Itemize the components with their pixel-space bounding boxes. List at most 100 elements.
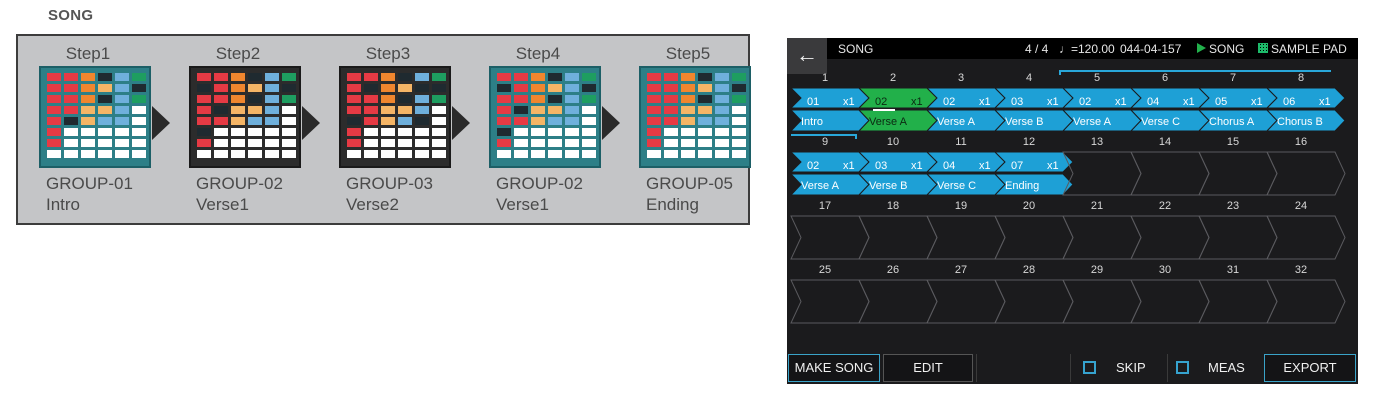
edit-button[interactable]: EDIT	[883, 354, 973, 382]
pattern-number: 01	[807, 96, 820, 108]
pad-cell	[715, 117, 729, 125]
pad-cell	[732, 139, 746, 147]
pad-cell	[565, 95, 579, 103]
pad-cell	[81, 73, 95, 81]
pattern-cell	[925, 87, 1006, 109]
pad-cell	[214, 128, 228, 136]
pad-cell	[347, 139, 361, 147]
pad-cell	[364, 139, 378, 147]
export-button[interactable]: EXPORT	[1264, 354, 1356, 382]
empty-slot-outline	[790, 215, 870, 260]
section-name: Verse A	[1073, 116, 1111, 128]
pad-cell	[231, 139, 245, 147]
repeat-count: x1	[1251, 96, 1263, 108]
pattern-number: 03	[875, 160, 888, 172]
group-name: GROUP-05	[646, 174, 733, 193]
pad-cell	[115, 128, 129, 136]
pad-cell	[681, 128, 695, 136]
pad-cell	[664, 128, 678, 136]
empty-slot-outline	[1198, 151, 1278, 196]
slot-chevron-shape	[1266, 151, 1346, 196]
section-name: Intro	[46, 195, 81, 214]
pad-cell	[214, 95, 228, 103]
meas-checkbox[interactable]	[1176, 361, 1189, 374]
slot-number: 31	[1226, 264, 1240, 276]
pad-cell	[715, 150, 729, 158]
pad-cell	[364, 128, 378, 136]
pad-cell	[732, 73, 746, 81]
pattern-number: 02	[807, 160, 820, 172]
slot-number: 27	[954, 264, 968, 276]
pad-cell	[565, 128, 579, 136]
slot-chevron-shape	[1061, 87, 1142, 132]
pad-cell	[681, 150, 695, 158]
pad-cell	[647, 84, 661, 92]
pad-cell	[197, 106, 211, 114]
pad-cell	[681, 95, 695, 103]
empty-slot-outline	[1198, 215, 1278, 260]
pad-cell	[531, 117, 545, 125]
empty-song-step-slot[interactable]	[1266, 215, 1347, 262]
pad-cell	[398, 128, 412, 136]
pad-cell	[47, 117, 61, 125]
pad-cell	[647, 95, 661, 103]
pad-cell	[81, 95, 95, 103]
pad-cell	[715, 128, 729, 136]
slot-chevron-shape	[1265, 87, 1346, 132]
pad-cell	[115, 95, 129, 103]
pad-cell	[98, 106, 112, 114]
pad-cell	[514, 150, 528, 158]
pad-cell	[282, 150, 296, 158]
pad-cell	[132, 73, 146, 81]
pad-cell	[64, 117, 78, 125]
pad-cell	[582, 106, 596, 114]
empty-song-step-slot[interactable]	[1266, 151, 1347, 198]
pad-cell	[364, 150, 378, 158]
pad-cell	[81, 84, 95, 92]
slot-number: 30	[1158, 264, 1172, 276]
pad-cell	[248, 84, 262, 92]
pattern-cell	[1061, 87, 1142, 109]
pad-cell	[231, 117, 245, 125]
pad-cell	[415, 139, 429, 147]
pad-cell	[715, 106, 729, 114]
pad-cell	[347, 73, 361, 81]
skip-checkbox[interactable]	[1083, 361, 1096, 374]
slot-chevron-shape	[789, 151, 870, 196]
pad-cell	[248, 150, 262, 158]
slot-number: 20	[1022, 200, 1036, 212]
pad-cell	[432, 106, 446, 114]
pad-cell	[531, 128, 545, 136]
pattern-cell	[1197, 87, 1278, 109]
slot-number: 5	[1093, 72, 1101, 84]
pad-cell	[432, 150, 446, 158]
pad-cell	[197, 95, 211, 103]
empty-slot-outline	[790, 279, 870, 324]
pad-cell	[664, 84, 678, 92]
pad-cell	[398, 106, 412, 114]
back-button[interactable]: ←	[787, 38, 827, 74]
repeat-count: x1	[911, 96, 923, 108]
pad-cell	[282, 95, 296, 103]
slot-number: 26	[886, 264, 900, 276]
pad-cell	[715, 84, 729, 92]
step-title: Step3	[365, 44, 411, 63]
empty-song-step-slot[interactable]	[1266, 279, 1347, 326]
make-song-button[interactable]: MAKE SONG	[788, 354, 880, 382]
pad-cell	[381, 150, 395, 158]
pad-cell	[132, 139, 146, 147]
section-name: Verse1	[196, 195, 249, 214]
pad-grid	[339, 66, 451, 168]
slot-number: 19	[954, 200, 968, 212]
slot-number: 3	[957, 72, 965, 84]
